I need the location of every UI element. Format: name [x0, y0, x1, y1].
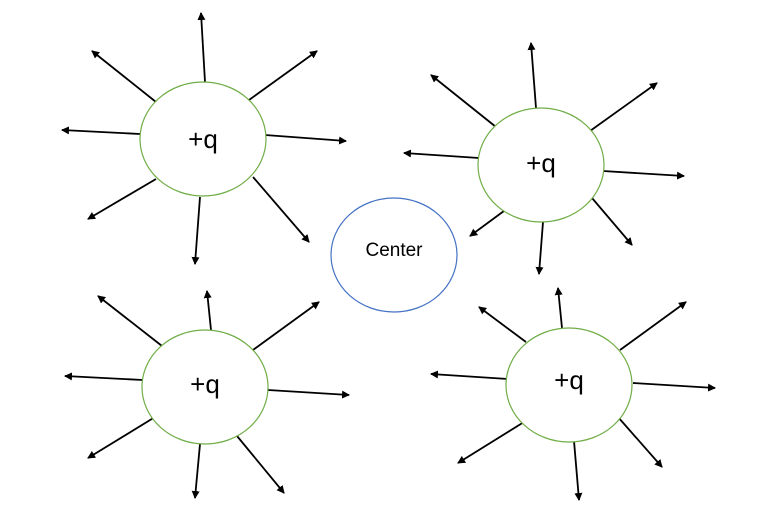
- charge-bottom-left: +q: [141, 329, 269, 445]
- field-line-arrow: [197, 12, 206, 83]
- field-line-arrow: [248, 50, 318, 101]
- charge-circle: [477, 107, 605, 223]
- center-circle: [330, 197, 458, 313]
- center-label: Center: [365, 240, 423, 261]
- field-line-arrow: [527, 42, 537, 109]
- field-line-arrow: [91, 50, 157, 103]
- field-line-arrow: [236, 435, 285, 494]
- field-line-arrow: [589, 82, 658, 132]
- charge-label: +q: [554, 365, 584, 395]
- field-line-arrow: [87, 178, 157, 220]
- field-line-arrow: [252, 301, 320, 351]
- field-line-arrow: [469, 207, 509, 237]
- field-line-arrow: [535, 221, 544, 275]
- field-line-arrow: [264, 134, 347, 145]
- charge-label: +q: [188, 124, 218, 154]
- field-line-arrow: [87, 416, 156, 459]
- field-line-arrow: [97, 295, 163, 347]
- field-line-arrow: [602, 170, 685, 180]
- charge-bottom-right: +q: [505, 327, 633, 443]
- charge-circle: [505, 327, 633, 443]
- field-line-arrow: [554, 287, 563, 329]
- field-line-arrow: [430, 370, 509, 380]
- field-line-arrow: [191, 443, 201, 499]
- charge-top-right: +q: [477, 107, 605, 223]
- charge-label: +q: [526, 148, 556, 178]
- field-line-arrow: [267, 389, 350, 399]
- field-line-arrow: [61, 126, 141, 135]
- charge-circle: [139, 81, 267, 197]
- charge-label: +q: [190, 369, 220, 399]
- field-line-arrow: [619, 301, 687, 351]
- center-point: Center: [330, 197, 458, 313]
- field-line-arrow: [430, 74, 497, 128]
- field-line-arrow: [191, 196, 201, 265]
- charge-top-left: +q: [139, 81, 267, 197]
- field-line-arrow: [203, 290, 212, 331]
- charge-circle: [141, 329, 269, 445]
- field-line-arrow: [573, 440, 583, 501]
- field-line-arrow: [252, 176, 310, 243]
- field-line-arrow: [478, 306, 527, 343]
- field-line-arrow: [64, 372, 144, 381]
- field-line-arrow: [617, 416, 663, 468]
- field-line-arrow: [591, 197, 633, 246]
- field-line-arrow: [457, 421, 525, 464]
- field-line-arrow: [632, 382, 716, 392]
- field-line-arrow: [403, 149, 480, 159]
